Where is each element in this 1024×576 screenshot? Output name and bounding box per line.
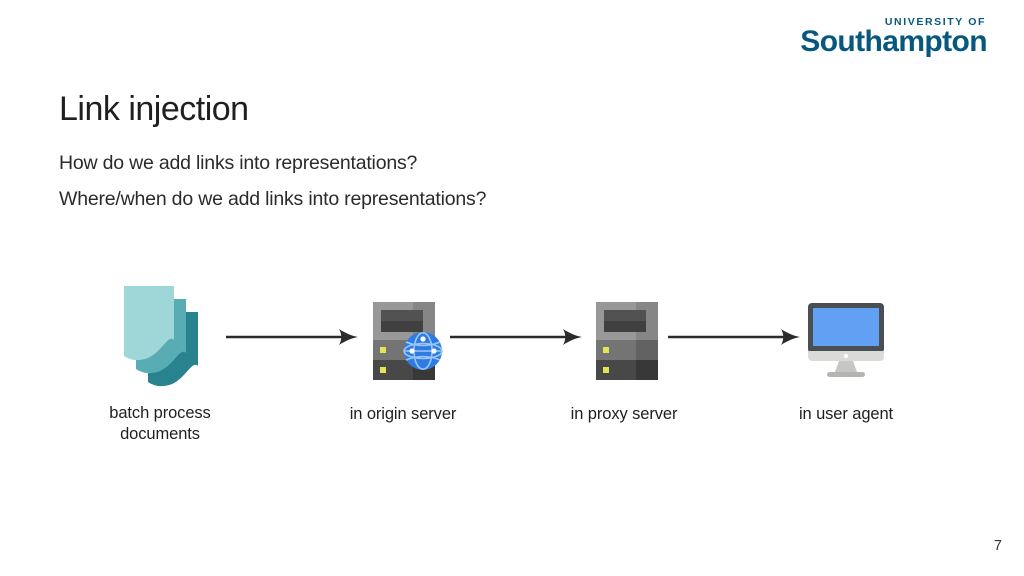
slide-title: Link injection	[59, 90, 249, 128]
globe-icon	[403, 331, 443, 371]
step-label-user-agent: in user agent	[798, 405, 894, 423]
flow-arrow-2	[448, 327, 584, 347]
page-number: 7	[993, 538, 1002, 554]
batch-documents-icon	[124, 286, 204, 394]
step-label-origin-server: in origin server	[349, 405, 457, 423]
step-label-batch-process: batch process documents	[109, 404, 211, 443]
step-label-proxy-server: in proxy server	[570, 405, 678, 423]
body-question-1: How do we add links into representations…	[59, 152, 418, 174]
origin-server-icon	[373, 302, 443, 380]
university-of-southampton-logo: UNIVERSITY OF Southampton	[800, 17, 987, 57]
user-agent-icon	[808, 303, 886, 379]
logo-southampton-text: Southampton	[800, 25, 987, 58]
flow-arrow-3	[666, 327, 802, 347]
proxy-server-icon	[596, 302, 658, 380]
logo-university-of-text: UNIVERSITY OF	[884, 16, 986, 28]
body-question-2: Where/when do we add links into represen…	[59, 188, 487, 210]
flow-arrow-1	[224, 327, 360, 347]
